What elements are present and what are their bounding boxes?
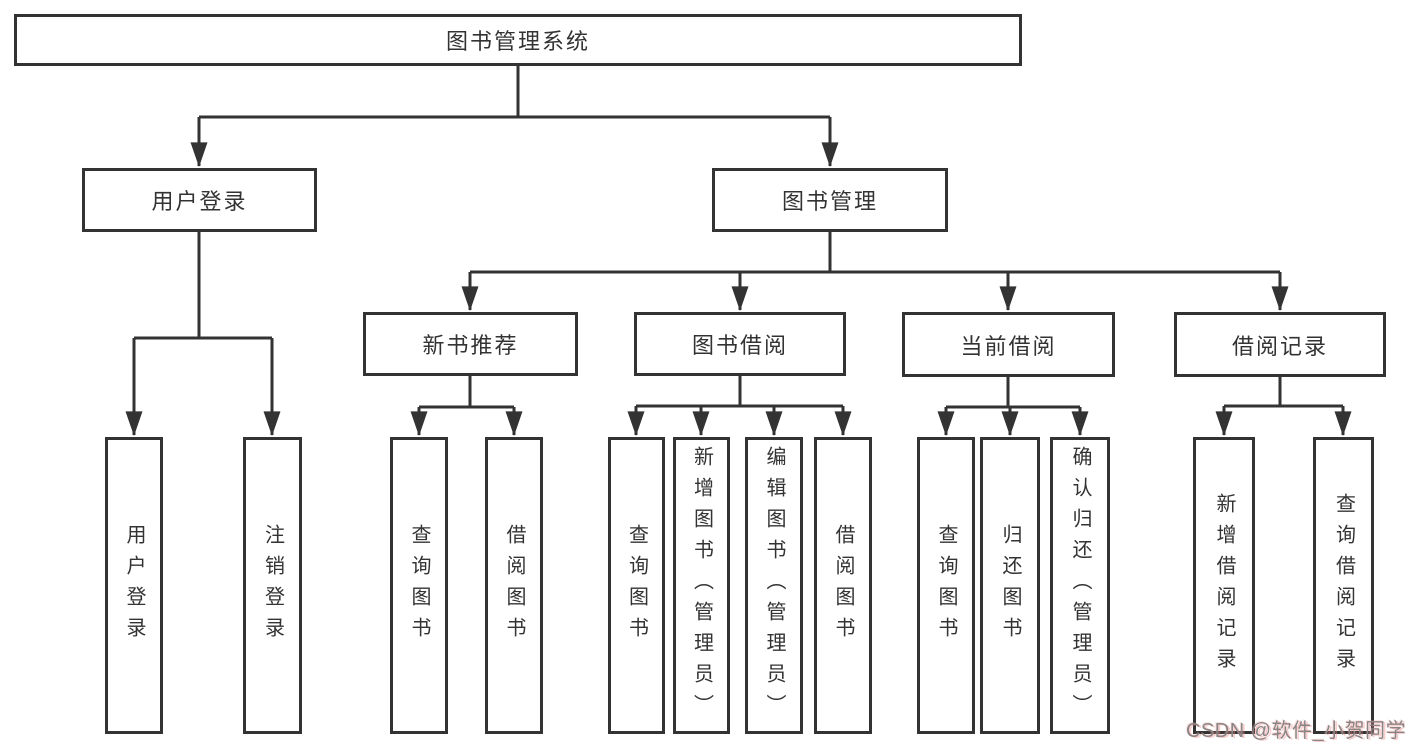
node-borrowing-records: 借阅记录 (1174, 312, 1386, 377)
leaf-query-books-under-recommend: 查询图书 (390, 437, 448, 734)
leaf-query-books-under-borrowing: 查询图书 (608, 437, 665, 734)
node-new-book-recommend: 新书推荐 (363, 312, 578, 376)
leaf-query-books-under-current: 查询图书 (917, 437, 975, 734)
leaf-borrow-books-label: 借阅图书 (503, 523, 525, 648)
leaf-borrow-books-under-borrowing: 借阅图书 (814, 437, 872, 734)
leaf-query-books-label: 查询图书 (935, 523, 957, 648)
leaf-edit-book-admin-label: 编辑图书（管理员） (763, 446, 785, 725)
leaf-add-borrow-record-label: 新增借阅记录 (1213, 492, 1235, 679)
node-user-login: 用户登录 (82, 168, 317, 232)
leaf-query-books-label: 查询图书 (408, 523, 430, 648)
leaf-add-book-admin: 新增图书（管理员） (673, 437, 730, 734)
node-current-borrowing: 当前借阅 (902, 312, 1115, 377)
leaf-confirm-return-admin: 确认归还（管理员） (1050, 437, 1110, 734)
leaf-return-book-label: 归还图书 (999, 523, 1021, 648)
leaf-add-book-admin-label: 新增图书（管理员） (690, 446, 713, 725)
leaf-return-book: 归还图书 (980, 437, 1040, 734)
leaf-user-login-label: 用户登录 (123, 523, 145, 648)
leaf-borrow-books-under-recommend: 借阅图书 (485, 437, 543, 734)
leaf-query-borrow-record-label: 查询借阅记录 (1332, 492, 1355, 679)
leaf-edit-book-admin: 编辑图书（管理员） (745, 437, 803, 734)
node-book-management: 图书管理 (712, 168, 948, 232)
node-root-system: 图书管理系统 (14, 14, 1022, 66)
leaf-logout: 注销登录 (243, 437, 302, 734)
leaf-query-books-label: 查询图书 (625, 523, 648, 648)
leaf-borrow-books-label: 借阅图书 (832, 523, 854, 648)
leaf-logout-label: 注销登录 (261, 523, 284, 648)
csdn-watermark: CSDN @软件_小贺同学 (1186, 720, 1405, 742)
leaf-user-login: 用户登录 (105, 437, 163, 734)
node-book-borrowing: 图书借阅 (634, 312, 846, 376)
leaf-confirm-return-admin-label: 确认归还（管理员） (1069, 446, 1091, 725)
leaf-add-borrow-record: 新增借阅记录 (1193, 437, 1255, 734)
leaf-query-borrow-record: 查询借阅记录 (1313, 437, 1374, 734)
